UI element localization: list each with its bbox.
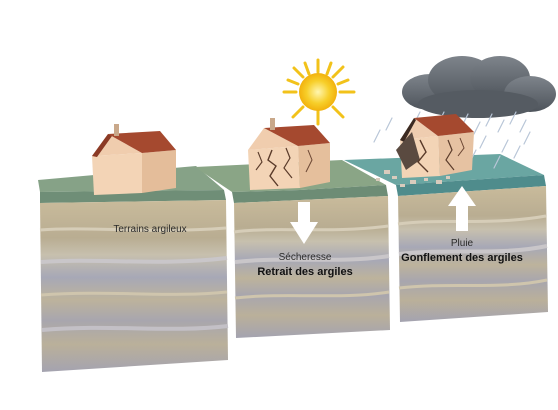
stratum-line (234, 254, 390, 264)
stratum-line (234, 290, 390, 300)
house-damaged (376, 114, 474, 187)
sun-icon (282, 58, 356, 126)
caption-secheresse: Sécheresse (279, 252, 332, 263)
block-terrains-argileux (38, 124, 229, 372)
block-pluie (344, 56, 556, 322)
surface-edge (40, 190, 226, 203)
crack (457, 137, 465, 157)
crack (417, 139, 429, 173)
stratum-line (41, 324, 229, 332)
stratum-line (398, 244, 548, 256)
surface-edge (396, 175, 546, 196)
subcaption-retrait: Retrait des argiles (257, 266, 352, 278)
soil-front-face (234, 196, 390, 338)
block-secheresse (195, 58, 390, 338)
collapsed-wall (396, 132, 420, 170)
subcaption-gonflement: Gonflement des argiles (401, 252, 523, 264)
crack (445, 139, 455, 171)
stratum-line (40, 290, 228, 297)
crack (283, 147, 293, 179)
rain-cloud-icon (402, 56, 556, 118)
chimney (114, 124, 119, 136)
arrow-down-icon (290, 202, 318, 244)
arrow-up-icon (448, 186, 476, 231)
house-cracked (248, 118, 330, 190)
house-intact (92, 124, 176, 195)
crack (267, 149, 279, 187)
caption-terrains-argileux: Terrains argileux (113, 224, 186, 235)
crack (305, 149, 313, 173)
crack (255, 151, 263, 171)
stratum-line (40, 256, 228, 264)
stratum-line (39, 226, 227, 232)
surface-edge (232, 185, 388, 203)
stratum-line (398, 278, 548, 290)
rubble (376, 170, 450, 187)
caption-pluie: Pluie (451, 238, 474, 249)
